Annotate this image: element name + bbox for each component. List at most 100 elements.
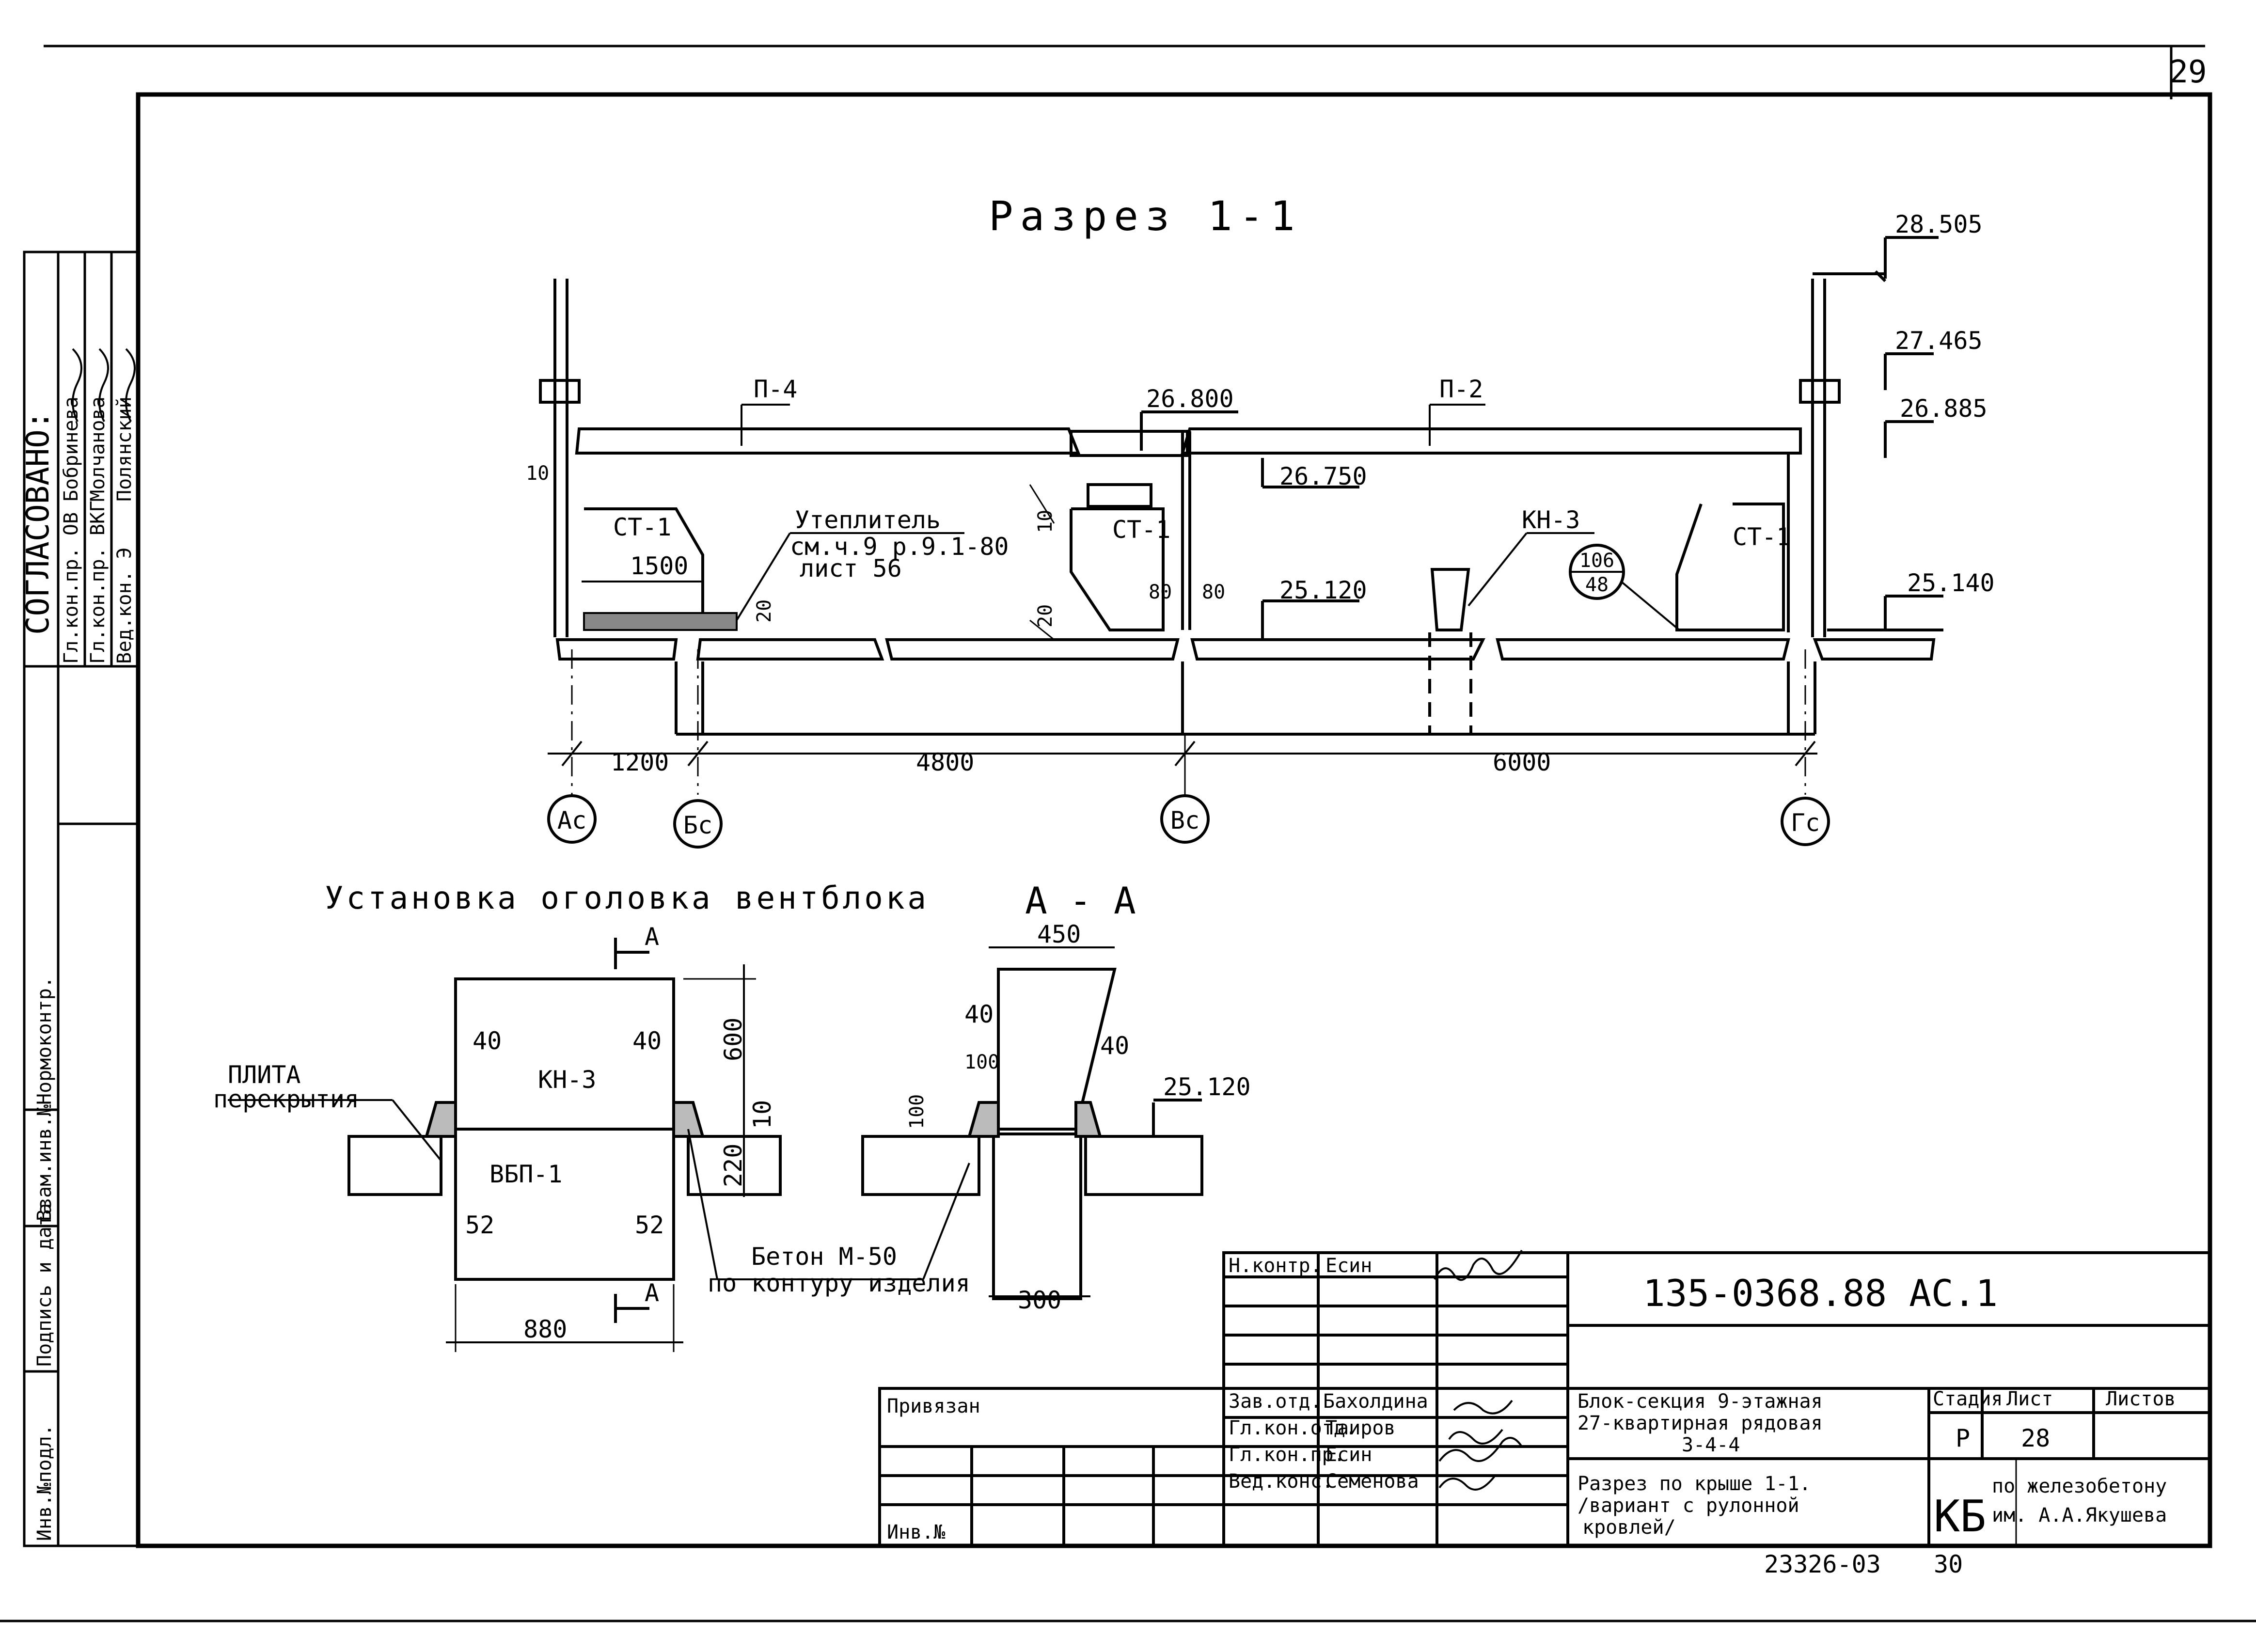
detail-dim-40-b: 40 [632,1027,662,1055]
elev-26800: 26.800 [1146,385,1234,413]
signer-name-7: Семенова [1325,1470,1419,1493]
dim-20-b: 20 [1034,604,1057,628]
elev-26750: 26.750 [1279,462,1367,490]
elev-28505: 28.505 [1895,210,1983,238]
org-logo: КБ [1934,1491,1986,1542]
dim-4800: 4800 [916,748,974,776]
aa-dim-100-b: 100 [906,1094,928,1129]
side-stamp-name-2: Молчанова [87,396,109,502]
aa-dim-300: 300 [1018,1286,1061,1314]
stage-value: Р [1956,1424,1970,1452]
dim-6000: 6000 [1493,748,1551,776]
dim-20-a: 20 [753,599,775,623]
org-line-2: им. А.А.Якушева [1992,1504,2167,1526]
detail-dim-600: 600 [719,1018,747,1061]
project-line-2: 27-квартирная рядовая [1578,1412,1823,1434]
org-line-1: по железобетону [1992,1475,2167,1497]
label-p2: П-2 [1439,375,1483,403]
footer-number: 30 [1934,1550,1963,1578]
signer-role-1: Н.контр. [1229,1255,1322,1277]
label-p4: П-4 [754,375,797,403]
podpis-label: Подпись и дата [33,1203,56,1367]
privyazan-label: Привязан [887,1395,980,1417]
side-stamp-name-3: Полянский [113,396,136,502]
label-st1-right: СТ-1 [1733,523,1791,551]
sheet-title-2: /вариант с рулонной [1578,1495,1799,1517]
signer-name-5: Таиров [1325,1417,1396,1439]
sheet-value: 28 [2021,1424,2050,1452]
section-title: Разрез 1-1 [989,192,1302,240]
detail-structure [228,938,970,1352]
label-slab-1: ПЛИТА [228,1061,301,1089]
side-stamp-role-1: Гл.кон.пр. ОВ [60,512,82,664]
section-structure [539,236,1943,795]
insulation-label-1: Утеплитель [795,506,941,534]
signer-name-1: Есин [1325,1255,1372,1277]
detail-dim-40-a: 40 [473,1027,502,1055]
node-ref-bottom: 48 [1585,574,1609,596]
aa-dim-100-a: 100 [964,1051,999,1073]
label-vbp1: ВБП-1 [489,1160,563,1188]
label-kn3: КН-3 [1522,506,1580,534]
project-line-3: 3-4-4 [1682,1434,1740,1456]
dim-10-left: 10 [526,462,549,485]
signatures [72,348,1523,1491]
detail-dim-220: 220 [719,1144,747,1187]
label-kn3-detail: КН-3 [538,1066,596,1094]
elev-27465: 27.465 [1895,327,1983,355]
project-line-1: Блок-секция 9-этажная [1578,1390,1823,1413]
label-slab-2: перекрытия [213,1085,359,1113]
inv-label: Инв.№подл. [33,1424,56,1541]
signer-name-6: Есин [1325,1444,1372,1466]
detail-title: Установка оголовка вентблока [325,881,929,916]
doc-code: 135-0368.88 АС.1 [1643,1272,1998,1315]
aa-dim-40-a: 40 [964,1000,994,1028]
sheet-number: 29 [2169,54,2207,90]
signer-role-6: Гл.кон.пр. [1229,1444,1345,1466]
title-block-grid [878,1251,2211,1547]
side-stamp-role-3: Вед.кон. Э [113,547,136,664]
side-stamp-role-2: Гл.кон.пр. ВКГ [87,501,109,664]
signer-role-7: Вед.конс. [1229,1470,1334,1493]
side-stamp [23,251,140,1547]
stage-label: Стадия [1933,1388,2003,1410]
aa-dim-450: 450 [1037,920,1081,948]
inv-no-label: Инв.№ [887,1521,945,1543]
signer-role-5: Гл.кон.отд. [1229,1417,1357,1439]
sheet-title-3: кровлей/ [1582,1516,1676,1539]
dim-1200: 1200 [611,748,669,776]
signer-role-4: Зав.отд. [1229,1390,1322,1413]
elev-26885: 26.885 [1900,394,1988,423]
insulation-label-3: лист 56 [800,554,902,582]
vzam-label: Взам.инв.№ [33,1104,56,1221]
side-stamp-heading: СОГЛАСОВАНО: [20,411,56,635]
signer-name-4: Бахолдина [1323,1390,1428,1413]
elev-25140: 25.140 [1907,569,1995,597]
side-stamp-name-1: Бобринева [60,396,82,502]
detail-dim-880: 880 [523,1315,567,1343]
insulation-label-2: см.ч.9 р.9.1-80 [790,533,1009,561]
normocontrol-label: Нормоконтр. [33,976,56,1105]
aa-title: А - А [1025,879,1136,922]
axis-label-as: Ас [557,806,586,834]
aa-dim-40-b: 40 [1100,1032,1129,1060]
detail-dim-10: 10 [748,1100,776,1129]
axis-bubbles [547,544,1830,849]
node-ref-top: 106 [1579,550,1614,572]
dim-10-mid: 10 [1034,510,1057,533]
sheet-title-1: Разрез по крыше 1-1. [1578,1473,1811,1495]
sheet-label: Лист [2006,1388,2053,1410]
aa-structure [861,946,1203,1300]
label-concrete-2: по контуру изделия [708,1269,970,1297]
elev-25120: 25.120 [1279,576,1367,604]
detail-section-mark-top: А [645,923,659,951]
sheets-label: Листов [2106,1388,2176,1410]
axis-label-gs: Гс [1791,809,1820,837]
dim-80-b: 80 [1202,581,1225,603]
dim-1500: 1500 [630,552,688,580]
detail-section-mark-bottom: А [645,1279,659,1307]
axis-label-vs: Вс [1170,806,1199,834]
detail-dim-52-a: 52 [465,1211,494,1239]
label-concrete-1: Бетон М-50 [751,1243,897,1271]
